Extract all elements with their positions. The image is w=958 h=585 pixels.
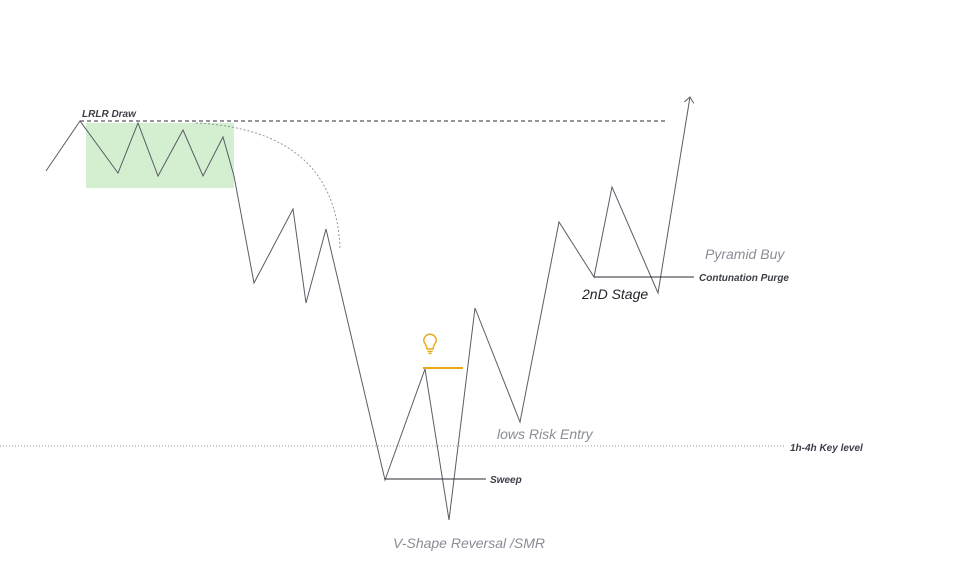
lightbulb-icon: [423, 333, 437, 355]
label-sweep: Sweep: [490, 475, 522, 486]
price-path-line: [45, 97, 690, 521]
label-pyramid-buy: Pyramid Buy: [705, 246, 785, 262]
label-v-shape-reversal: V-Shape Reversal /SMR: [393, 535, 545, 551]
label-continuation-purge: Contunation Purge: [699, 273, 789, 284]
label-second-stage: 2nD Stage: [581, 286, 648, 302]
label-key-level: 1h-4h Key level: [790, 443, 863, 454]
label-lows-risk-entry: lows Risk Entry: [497, 426, 594, 442]
range-highlight-box: [86, 123, 234, 188]
label-lrlr-draw: LRLR Draw: [82, 109, 137, 120]
projection-curve: [195, 122, 341, 249]
